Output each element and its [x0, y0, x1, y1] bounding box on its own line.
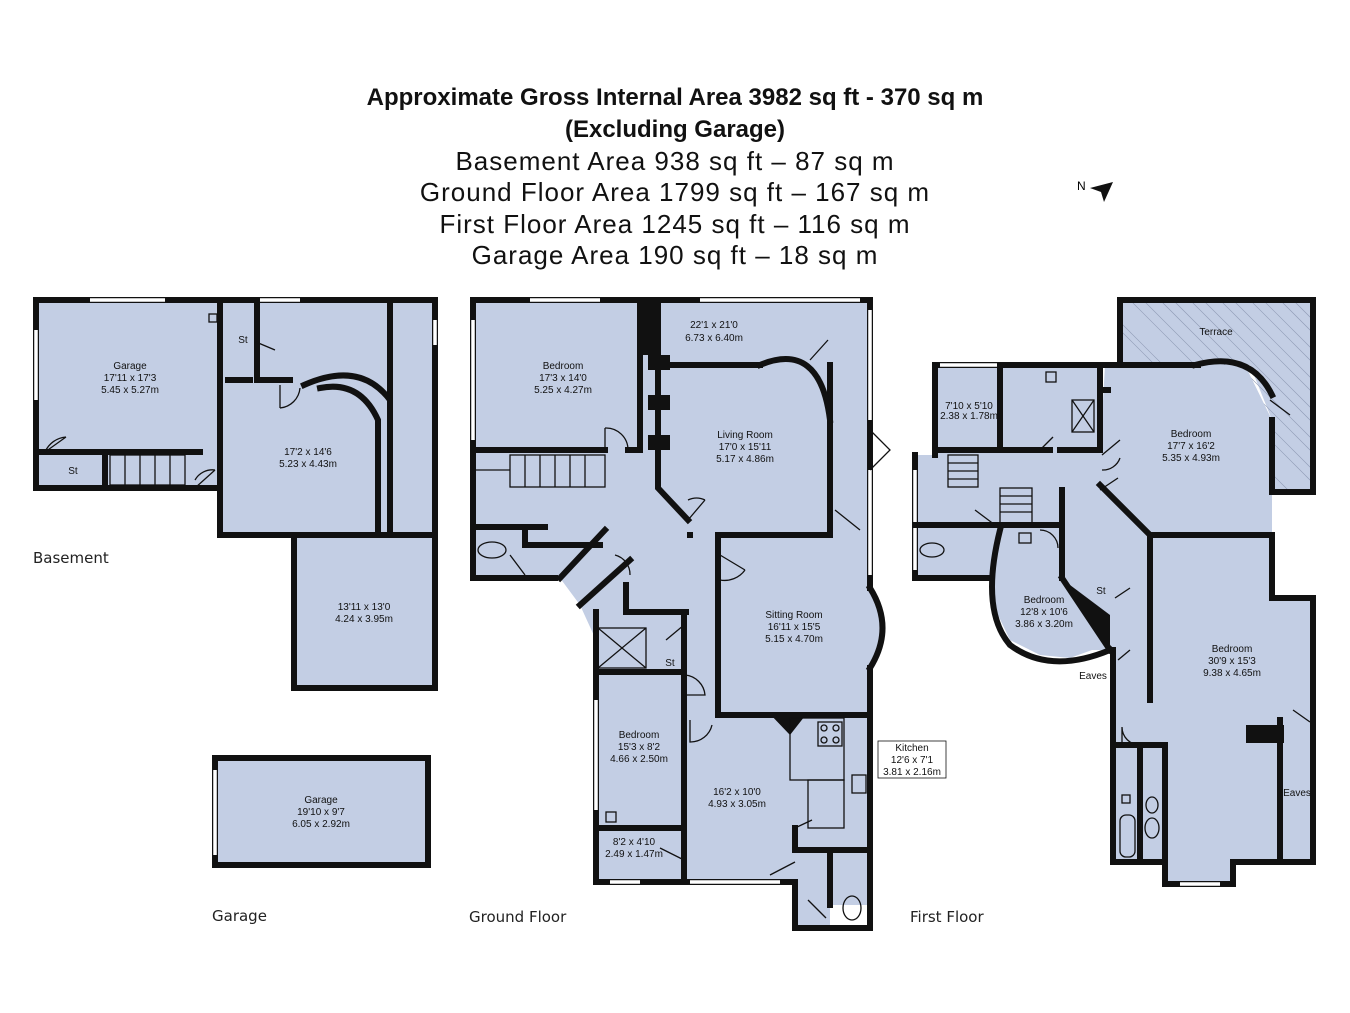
first-floor-label: First Floor: [910, 908, 984, 926]
first-bedroom1-metric: 5.35 x 4.93m: [1162, 453, 1220, 464]
basement-room-imperial: 13'11 x 13'0: [338, 602, 391, 613]
ground-bedroom1-imperial: 17'3 x 14'0: [539, 373, 587, 384]
detached-garage-imperial: 19'10 x 9'7: [297, 807, 345, 818]
detached-garage-plan: Garage 19'10 x 9'7 6.05 x 2.92m: [212, 755, 431, 868]
basement-garage-metric: 5.45 x 5.27m: [101, 385, 159, 396]
basement-hall-imperial: 17'2 x 14'6: [284, 447, 332, 458]
ground-small-room-imperial: 8'2 x 4'10: [613, 837, 656, 848]
basement-floor-label: Basement: [33, 549, 109, 567]
ground-dining-metric: 4.93 x 3.05m: [708, 799, 766, 810]
north-arrow-icon: [1090, 182, 1113, 202]
compass: N: [1077, 179, 1113, 202]
compass-label: N: [1077, 179, 1086, 193]
living-room-imperial: 17'0 x 15'11: [719, 442, 772, 453]
first-eaves-label-2: Eaves: [1283, 788, 1311, 799]
ground-floor-area: Ground Floor Area 1799 sq ft – 167 sq m: [419, 177, 931, 207]
first-bedroom2-label: Bedroom: [1024, 595, 1065, 606]
kitchen-metric: 3.81 x 2.16m: [883, 767, 941, 778]
sitting-room-imperial: 16'11 x 15'5: [768, 622, 821, 633]
ground-bedroom2-metric: 4.66 x 2.50m: [610, 754, 668, 765]
first-bedroom1-label: Bedroom: [1171, 429, 1212, 440]
basement-plan: Garage 17'11 x 17'3 5.45 x 5.27m St St 1…: [33, 297, 438, 691]
sitting-room-label: Sitting Room: [765, 610, 822, 621]
basement-store-label-2: St: [68, 466, 78, 477]
first-bedroom2-metric: 3.86 x 3.20m: [1015, 619, 1073, 630]
first-bedroom3-imperial: 30'9 x 15'3: [1208, 656, 1256, 667]
basement-area: Basement Area 938 sq ft – 87 sq m: [455, 146, 895, 176]
kitchen-label: Kitchen: [895, 743, 928, 754]
first-bedroom3-metric: 9.38 x 4.65m: [1203, 668, 1261, 679]
ground-floor-plan: Bedroom 17'3 x 14'0 5.25 x 4.27m 22'1 x …: [470, 297, 947, 931]
basement-store-label: St: [238, 335, 248, 346]
kitchen-imperial: 12'6 x 7'1: [891, 755, 934, 766]
first-bedroom1-imperial: 17'7 x 16'2: [1167, 441, 1215, 452]
ground-top-room-metric: 6.73 x 6.40m: [685, 333, 743, 344]
basement-garage-imperial: 17'11 x 17'3: [104, 373, 157, 384]
detached-garage-metric: 6.05 x 2.92m: [292, 819, 350, 830]
living-room-label: Living Room: [717, 430, 773, 441]
living-room-metric: 5.17 x 4.86m: [716, 454, 774, 465]
garage-area: Garage Area 190 sq ft – 18 sq m: [471, 240, 879, 270]
first-floor-plan: Terrace 7'10 x 5'10 2.38 x 1.78m Bedroom…: [912, 297, 1316, 887]
first-small-room-imperial: 7'10 x 5'10: [945, 401, 993, 412]
ground-small-room-metric: 2.49 x 1.47m: [605, 849, 663, 860]
ground-store-label: St: [665, 658, 675, 669]
ground-dining-imperial: 16'2 x 10'0: [713, 787, 761, 798]
ground-bedroom1-label: Bedroom: [543, 361, 584, 372]
ground-bedroom1-metric: 5.25 x 4.27m: [534, 385, 592, 396]
first-bedroom2-imperial: 12'8 x 10'6: [1020, 607, 1068, 618]
area-title: Approximate Gross Internal Area 3982 sq …: [366, 84, 984, 111]
detached-garage-label: Garage: [304, 795, 338, 806]
ground-bedroom2-label: Bedroom: [619, 730, 660, 741]
first-floor-area: First Floor Area 1245 sq ft – 116 sq m: [439, 209, 911, 239]
ground-bedroom2-imperial: 15'3 x 8'2: [618, 742, 661, 753]
first-bedroom3-label: Bedroom: [1212, 644, 1253, 655]
first-store-label: St: [1096, 586, 1106, 597]
sitting-room-metric: 5.15 x 4.70m: [765, 634, 823, 645]
terrace-label: Terrace: [1199, 327, 1233, 338]
basement-room-metric: 4.24 x 3.95m: [335, 614, 393, 625]
area-subtitle: (Excluding Garage): [564, 116, 786, 143]
basement-garage-label: Garage: [113, 361, 147, 372]
first-small-room-metric: 2.38 x 1.78m: [940, 411, 998, 422]
ground-floor-label: Ground Floor: [469, 908, 567, 926]
ground-top-room-imperial: 22'1 x 21'0: [690, 320, 738, 331]
basement-hall-metric: 5.23 x 4.43m: [279, 459, 337, 470]
first-eaves-label: Eaves: [1079, 671, 1107, 682]
garage-floor-label: Garage: [212, 907, 267, 925]
